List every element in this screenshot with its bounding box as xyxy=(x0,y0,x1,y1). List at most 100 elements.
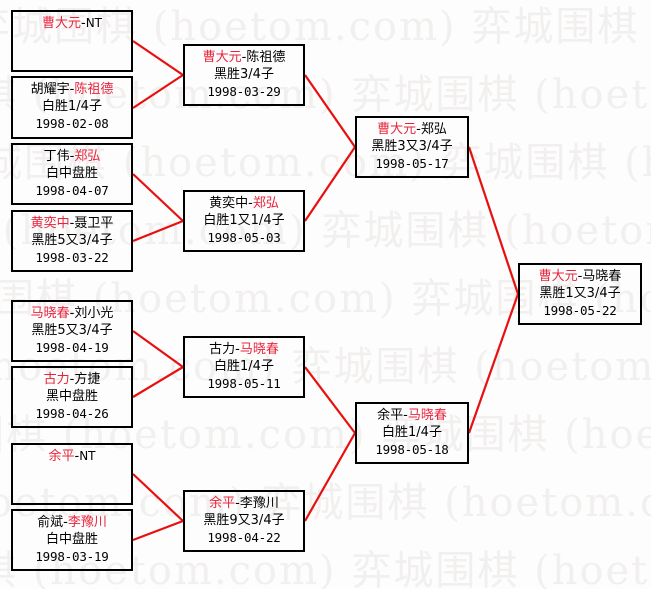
players-line: 余平-李豫川 xyxy=(185,495,303,512)
date-line: 1998-04-07 xyxy=(35,183,109,198)
player-right: 马晓春 xyxy=(407,408,447,423)
vs-separator: - xyxy=(248,196,253,211)
vs-separator: - xyxy=(69,306,75,321)
match-box-r1m8[interactable]: 俞斌-李豫川白中盘胜 1998-03-19 xyxy=(11,509,133,571)
player-left: 余平 xyxy=(209,496,236,511)
players-line: 古力-方捷 xyxy=(13,371,131,388)
vs-separator: - xyxy=(74,449,80,464)
players-line: 余平-马晓春 xyxy=(357,407,467,424)
date-line: 1998-04-19 xyxy=(35,340,109,355)
players-line: 古力-马晓春 xyxy=(185,341,303,358)
match-box-r1m7[interactable]: 余平-NT xyxy=(11,443,133,505)
result-line: 黑胜1又3/4子 xyxy=(539,286,621,301)
result-line: 白胜1/4子 xyxy=(214,359,274,374)
date-line: 1998-04-22 xyxy=(207,530,281,545)
players-line: 曹大元-马晓春 xyxy=(520,268,640,285)
date-line: 1998-03-29 xyxy=(207,84,281,99)
player-right: 聂卫平 xyxy=(74,216,114,231)
player-left: 俞斌 xyxy=(37,515,64,530)
result-line: 白胜1又1/4子 xyxy=(203,213,285,228)
vs-separator: - xyxy=(69,372,75,387)
player-left: 胡耀宇 xyxy=(30,82,70,97)
player-left: 余平 xyxy=(48,449,75,464)
connector-r1m1-to-r2m1 xyxy=(132,40,184,76)
result-line: 黑胜5又3/4子 xyxy=(31,233,113,248)
connector-r2m4-to-r3m2 xyxy=(304,432,356,522)
player-left: 曹大元 xyxy=(377,122,417,137)
player-right: NT xyxy=(79,449,96,463)
player-right: 李豫川 xyxy=(239,496,279,511)
player-left: 黄奕中 xyxy=(209,196,249,211)
player-left: 古力 xyxy=(209,342,236,357)
player-left: 丁伟 xyxy=(43,149,70,164)
vs-separator: - xyxy=(241,50,247,65)
date-line: 1998-02-08 xyxy=(35,116,109,131)
match-box-r2m2[interactable]: 黄奕中-郑弘白胜1又1/4子 1998-05-03 xyxy=(183,190,305,252)
player-right: 郑弘 xyxy=(420,122,447,137)
player-right: 陈祖德 xyxy=(246,50,286,65)
match-box-r1m1[interactable]: 曹大元-NT xyxy=(11,10,133,72)
player-left: 曹大元 xyxy=(41,16,81,31)
vs-separator: - xyxy=(235,496,240,511)
player-left: 马晓春 xyxy=(30,306,70,321)
date-line: 1998-03-22 xyxy=(35,250,109,265)
players-line: 曹大元-陈祖德 xyxy=(185,49,303,66)
connector-r1m5-to-r2m3 xyxy=(132,330,184,368)
player-left: 黄奕中 xyxy=(30,216,70,231)
result-line: 白中盘胜 xyxy=(45,166,98,181)
player-right: NT xyxy=(85,16,103,30)
connector-r1m2-to-r2m1 xyxy=(132,74,184,109)
vs-separator: - xyxy=(69,82,75,97)
vs-separator: - xyxy=(235,342,240,357)
result-line: 白中盘胜 xyxy=(45,532,98,547)
result-line: 白胜1/4子 xyxy=(382,425,442,440)
vs-separator: - xyxy=(69,216,75,231)
player-left: 余平 xyxy=(377,408,404,423)
vs-separator: - xyxy=(69,149,75,164)
connector-r2m1-to-r3m1 xyxy=(304,74,356,148)
players-line: 黄奕中-聂卫平 xyxy=(13,215,131,232)
player-right: 刘小光 xyxy=(74,306,114,321)
result-line: 黑胜9又3/4子 xyxy=(203,513,285,528)
date-line: 1998-04-26 xyxy=(35,406,109,421)
date-line: 1998-05-11 xyxy=(207,376,281,391)
player-right: 方捷 xyxy=(74,372,101,387)
connector-r1m4-to-r2m2 xyxy=(132,219,184,243)
vs-separator: - xyxy=(577,269,583,284)
result-line: 黑胜3又3/4子 xyxy=(371,139,453,154)
player-right: 郑弘 xyxy=(252,196,279,211)
players-line: 曹大元-NT xyxy=(13,15,131,32)
date-line: 1998-05-17 xyxy=(375,156,449,171)
players-line: 胡耀宇-陈祖德 xyxy=(13,81,131,98)
vs-separator: - xyxy=(81,16,86,31)
connector-r1m7-to-r2m4 xyxy=(132,473,184,522)
player-left: 古力 xyxy=(43,372,70,387)
player-left: 曹大元 xyxy=(202,50,242,65)
vs-separator: - xyxy=(403,408,408,423)
players-line: 余平-NT xyxy=(13,448,131,465)
date-line: 1998-03-19 xyxy=(35,549,109,564)
connector-r3m1-to-final xyxy=(467,146,520,295)
players-line: 马晓春-刘小光 xyxy=(13,305,131,322)
players-line: 俞斌-李豫川 xyxy=(13,514,131,531)
player-right: 马晓春 xyxy=(239,342,279,357)
connector-r2m3-to-r3m2 xyxy=(304,366,356,434)
date-line: 1998-05-18 xyxy=(375,442,449,457)
player-right: 郑弘 xyxy=(74,149,101,164)
player-left: 曹大元 xyxy=(538,269,578,284)
players-line: 丁伟-郑弘 xyxy=(13,148,131,165)
vs-separator: - xyxy=(63,515,68,530)
date-line: 1998-05-03 xyxy=(207,230,281,245)
